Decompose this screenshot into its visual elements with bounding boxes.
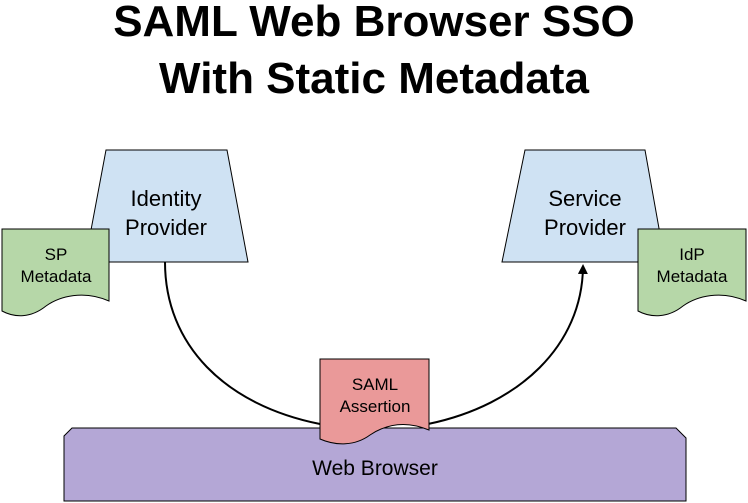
sp-metadata-label-line-2: Metadata — [21, 267, 92, 286]
saml-assertion-label-line-2: Assertion — [340, 397, 411, 416]
idp-metadata-shape — [637, 228, 747, 317]
idp-metadata-label-line-2: Metadata — [657, 267, 728, 286]
sp-metadata-document: SP Metadata — [1, 228, 110, 317]
web-browser-shape — [63, 427, 687, 502]
identity-provider-shape — [84, 149, 249, 263]
idp-metadata-document: IdP Metadata — [637, 228, 747, 317]
diagram-title-line-2: With Static Metadata — [159, 54, 589, 103]
identity-provider-label-line-2: Provider — [125, 215, 207, 240]
diagram-title-line-1: SAML Web Browser SSO — [113, 0, 635, 46]
identity-provider-node: Identity Provider — [84, 149, 249, 263]
service-provider-label-line-2: Provider — [544, 215, 626, 240]
saml-assertion-shape — [319, 358, 430, 445]
identity-provider-label-line-1: Identity — [131, 186, 202, 211]
service-provider-label-line-1: Service — [548, 186, 621, 211]
browser-to-sp-flow — [427, 264, 588, 425]
web-browser-node: Web Browser — [63, 427, 687, 502]
sp-metadata-shape — [1, 228, 110, 317]
idp-to-browser-flow — [164, 261, 321, 425]
web-browser-label: Web Browser — [312, 457, 438, 480]
saml-assertion-label-line-1: SAML — [352, 375, 398, 394]
idp-metadata-label-line-1: IdP — [679, 245, 705, 264]
saml-assertion-document: SAML Assertion — [319, 358, 430, 445]
sp-metadata-label-line-1: SP — [45, 245, 68, 264]
